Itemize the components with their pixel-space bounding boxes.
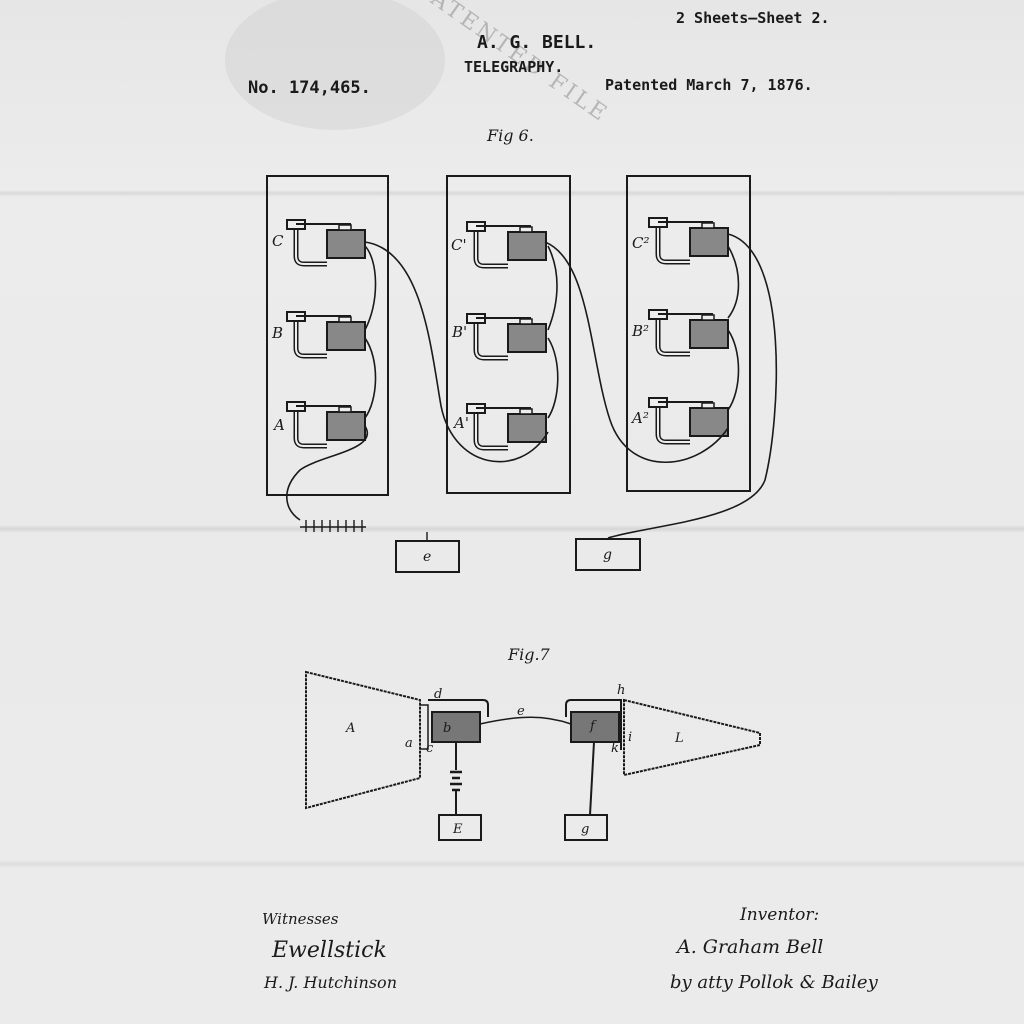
label-k: k [611,741,619,756]
horn-left [305,670,421,810]
cabinet-right [626,175,751,492]
ground-comb [300,520,428,541]
label-b: b [443,721,451,736]
patent-date: Patented March 7, 1876. [605,76,813,94]
label-c: c [426,741,434,756]
subject-heading: TELEGRAPHY. [464,58,564,76]
relay-unit [286,311,366,359]
fig7-title: Fig.7 [507,645,551,664]
box-g-label: g [603,547,612,563]
label-f: f [589,719,597,734]
label-A: A [272,416,285,434]
relay-unit [286,219,366,267]
relay-unit [648,397,729,445]
label-horn-A: A [345,721,355,736]
label-B2: B² [631,322,649,340]
inventor-signature: A. Graham Bell [677,936,824,958]
relay-units [286,217,729,451]
horn-right [623,698,761,777]
relay-unit [648,309,729,357]
label-d: d [434,687,442,702]
label-A2: A² [630,409,649,427]
relay-unit [466,403,547,451]
label-C-prime: C' [451,236,467,254]
label-B-prime: B' [451,323,467,341]
witnesses-label: Witnesses [262,910,339,928]
fig6-cabinets [266,175,751,496]
magnet-f [570,711,620,743]
label-A-prime: A' [452,414,469,432]
magnet-b [431,711,481,743]
inventor-label: Inventor: [740,905,820,925]
inventor-heading: A. G. BELL. [477,32,597,53]
witness-signature-1: Ewellstick [272,938,387,963]
box-e [395,540,460,573]
box-E [438,814,482,841]
label-B: B [271,324,283,342]
box-g [575,538,641,571]
attorney-signature: by atty Pollok & Bailey [670,972,878,993]
fig6-title: Fig 6. [487,126,534,145]
relay-unit [466,313,547,361]
stamp-mark [225,0,445,130]
fig7-drawing [305,670,761,841]
cabinet-left [266,175,389,496]
label-C: C [272,232,284,250]
label-i: i [628,730,632,745]
relay-unit [286,401,366,449]
label-h: h [617,683,625,698]
label-horn-L: L [674,731,684,746]
box-e-label: e [423,549,431,565]
label-e: e [517,704,525,719]
witness-signature-2: H. J. Hutchinson [264,973,397,992]
fig6-wires [286,233,778,539]
relay-unit [466,221,547,269]
label-C2: C² [632,234,650,252]
cabinet-middle [446,175,571,494]
label-a: a [405,736,413,751]
box-g-fig7-label: g [581,822,589,837]
sheet-number: 2 Sheets—Sheet 2. [676,9,830,27]
box-g-fig7 [564,814,608,841]
relay-unit [648,217,729,265]
battery-icon [450,770,462,792]
box-E-label: E [452,822,463,837]
patent-number: No. 174,465. [248,78,371,98]
